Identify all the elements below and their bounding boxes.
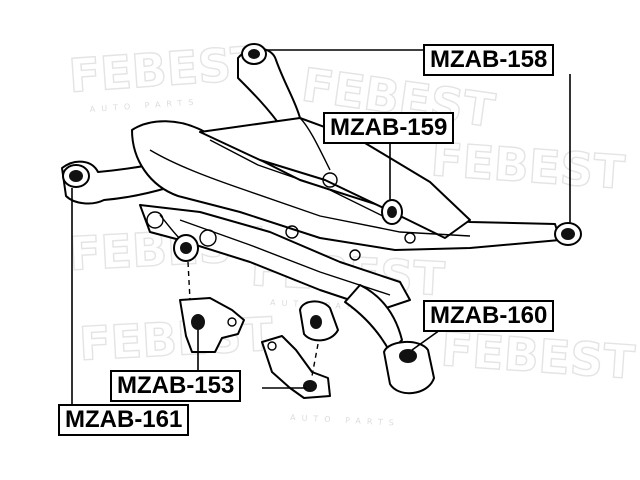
bushing-158-upper-core: [248, 49, 260, 59]
watermark-top-left: FEBEST: [67, 36, 265, 103]
bushing-left-lower-core: [180, 242, 192, 254]
leader-160: [411, 329, 441, 351]
frame-hole-3: [285, 225, 299, 239]
main-cross-member: [131, 120, 561, 251]
bushing-158-right-core: [561, 228, 575, 240]
watermark-sub-bottom: AUTO PARTS: [290, 413, 400, 428]
watermark-middle-right: FEBEST: [429, 132, 627, 199]
mount-153-second-core: [303, 380, 317, 392]
dash-153: [187, 261, 191, 301]
mount-160: [383, 341, 435, 395]
mount-center-core: [310, 315, 322, 329]
bushing-159-core: [387, 206, 397, 218]
watermark-bottom-right: FEBEST: [439, 322, 637, 389]
frame-hole-2: [199, 229, 217, 247]
mount-center: [299, 300, 339, 342]
watermark-group: FEBEST AUTO PARTS FEBEST AUTO PARTS FEBE…: [66, 35, 637, 428]
frame-hole-6: [349, 249, 361, 261]
label-mzab-160: MZAB-160: [423, 300, 555, 332]
frame-detail-3: [179, 219, 391, 296]
assembly-lines: [187, 261, 319, 377]
bushing-161-core: [69, 170, 83, 182]
frame-hole-1: [146, 211, 164, 229]
mount-153-second-hole: [267, 341, 277, 351]
frame-detail-1: [149, 149, 471, 237]
label-mzab-158: MZAB-158: [423, 44, 555, 76]
rear-subframe: [61, 47, 561, 353]
mount-160-core: [399, 349, 417, 363]
mount-153-hole: [227, 317, 237, 327]
mount-153: [179, 297, 245, 353]
label-mzab-159: MZAB-159: [323, 112, 455, 144]
lower-front-frame: [139, 204, 411, 311]
frame-hole-4: [322, 172, 338, 188]
leader-lines: [71, 49, 571, 404]
label-mzab-161: MZAB-161: [58, 404, 190, 436]
frame-hole-5: [404, 232, 416, 244]
watermark-bottom-left: FEBEST: [78, 307, 275, 371]
dash-center: [311, 343, 319, 377]
label-mzab-153: MZAB-153: [110, 370, 242, 402]
frame-detail-2: [209, 139, 396, 223]
frame-detail-4: [299, 117, 331, 171]
mount-153-bracket: [179, 297, 245, 353]
mount-153-second: [261, 335, 331, 399]
mount-153-core: [191, 314, 205, 330]
mount-160-body: [383, 341, 435, 395]
bushings: [62, 43, 582, 262]
